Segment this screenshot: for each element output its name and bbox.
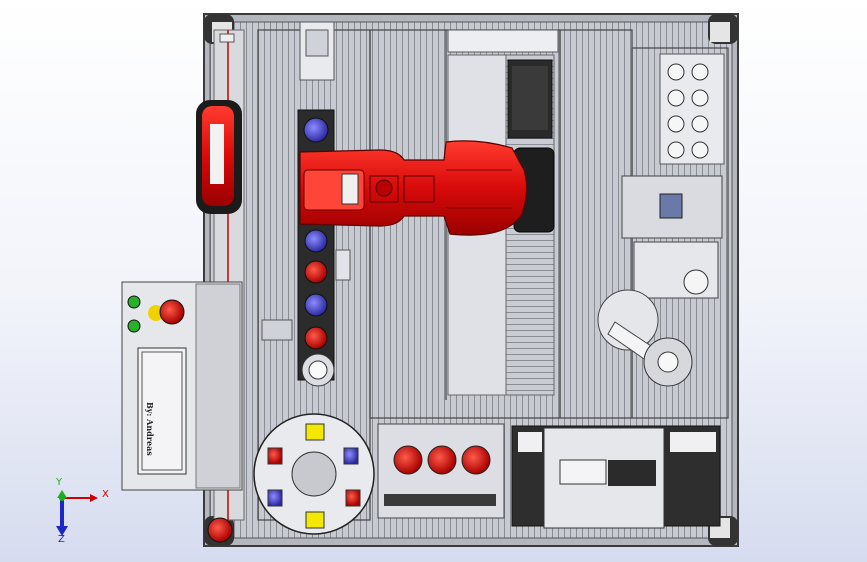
panel-author: By: Andreas xyxy=(145,402,155,456)
corner-cap xyxy=(207,517,233,543)
axis-y-label: Y xyxy=(56,477,63,488)
tool-rack xyxy=(659,53,725,165)
control-panel xyxy=(121,281,243,491)
axis-triad xyxy=(56,490,98,536)
motor-station xyxy=(621,175,723,299)
rotary-lever xyxy=(597,289,693,387)
carry-handle xyxy=(196,100,242,214)
press-station xyxy=(511,425,721,529)
axis-x-label: X xyxy=(102,489,109,500)
rotary-table xyxy=(253,413,375,535)
robot-arm xyxy=(299,140,555,236)
axis-z-label: Z xyxy=(58,534,65,545)
storage-rack xyxy=(377,423,505,519)
